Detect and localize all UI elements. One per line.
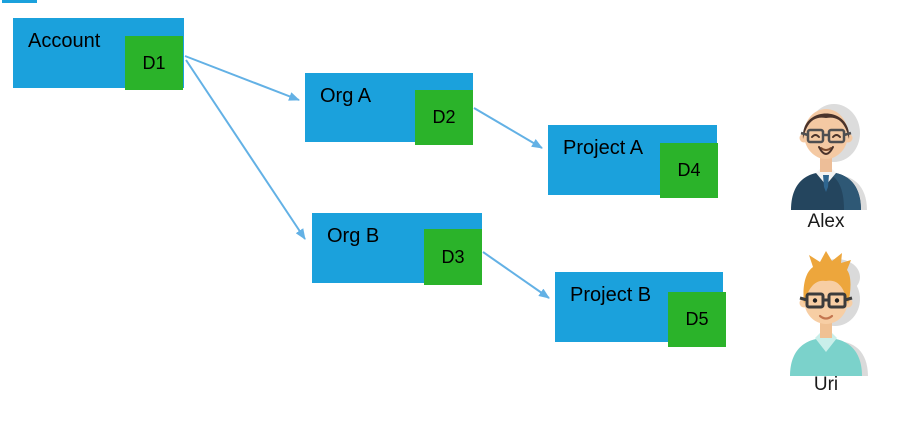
avatar-alex xyxy=(781,92,871,210)
node-org-a-label: Org A xyxy=(320,85,372,107)
node-account-label: Account xyxy=(28,30,101,52)
node-org-b-label: Org B xyxy=(327,225,380,247)
arrow-d1-to-org-a xyxy=(184,55,300,101)
badge-d3-label: D3 xyxy=(441,246,465,267)
person-uri-icon xyxy=(790,251,868,376)
arrow-d2-to-project-a xyxy=(473,107,543,149)
badge-d2-label: D2 xyxy=(432,107,456,127)
arrow-d1-to-org-b xyxy=(185,59,306,240)
badge-d3: D3 xyxy=(424,229,482,285)
badge-d5: D5 xyxy=(668,292,726,347)
person-alex-icon xyxy=(791,104,867,210)
user-name-uri: Uri xyxy=(813,374,839,395)
node-project-b-label: Project B xyxy=(570,284,652,306)
arrow-d3-to-project-b xyxy=(482,251,550,299)
badge-d4: D4 xyxy=(660,143,718,198)
user-name-alex: Alex xyxy=(807,211,845,232)
badge-d5-label: D5 xyxy=(685,309,709,329)
badge-d2: D2 xyxy=(415,90,473,145)
badge-d4-label: D4 xyxy=(677,160,701,180)
top-edge-fragment xyxy=(2,0,37,3)
avatar-uri xyxy=(781,248,871,376)
node-project-a-label: Project A xyxy=(563,137,644,159)
badge-d1-label: D1 xyxy=(142,52,166,73)
badge-d1: D1 xyxy=(125,36,183,90)
